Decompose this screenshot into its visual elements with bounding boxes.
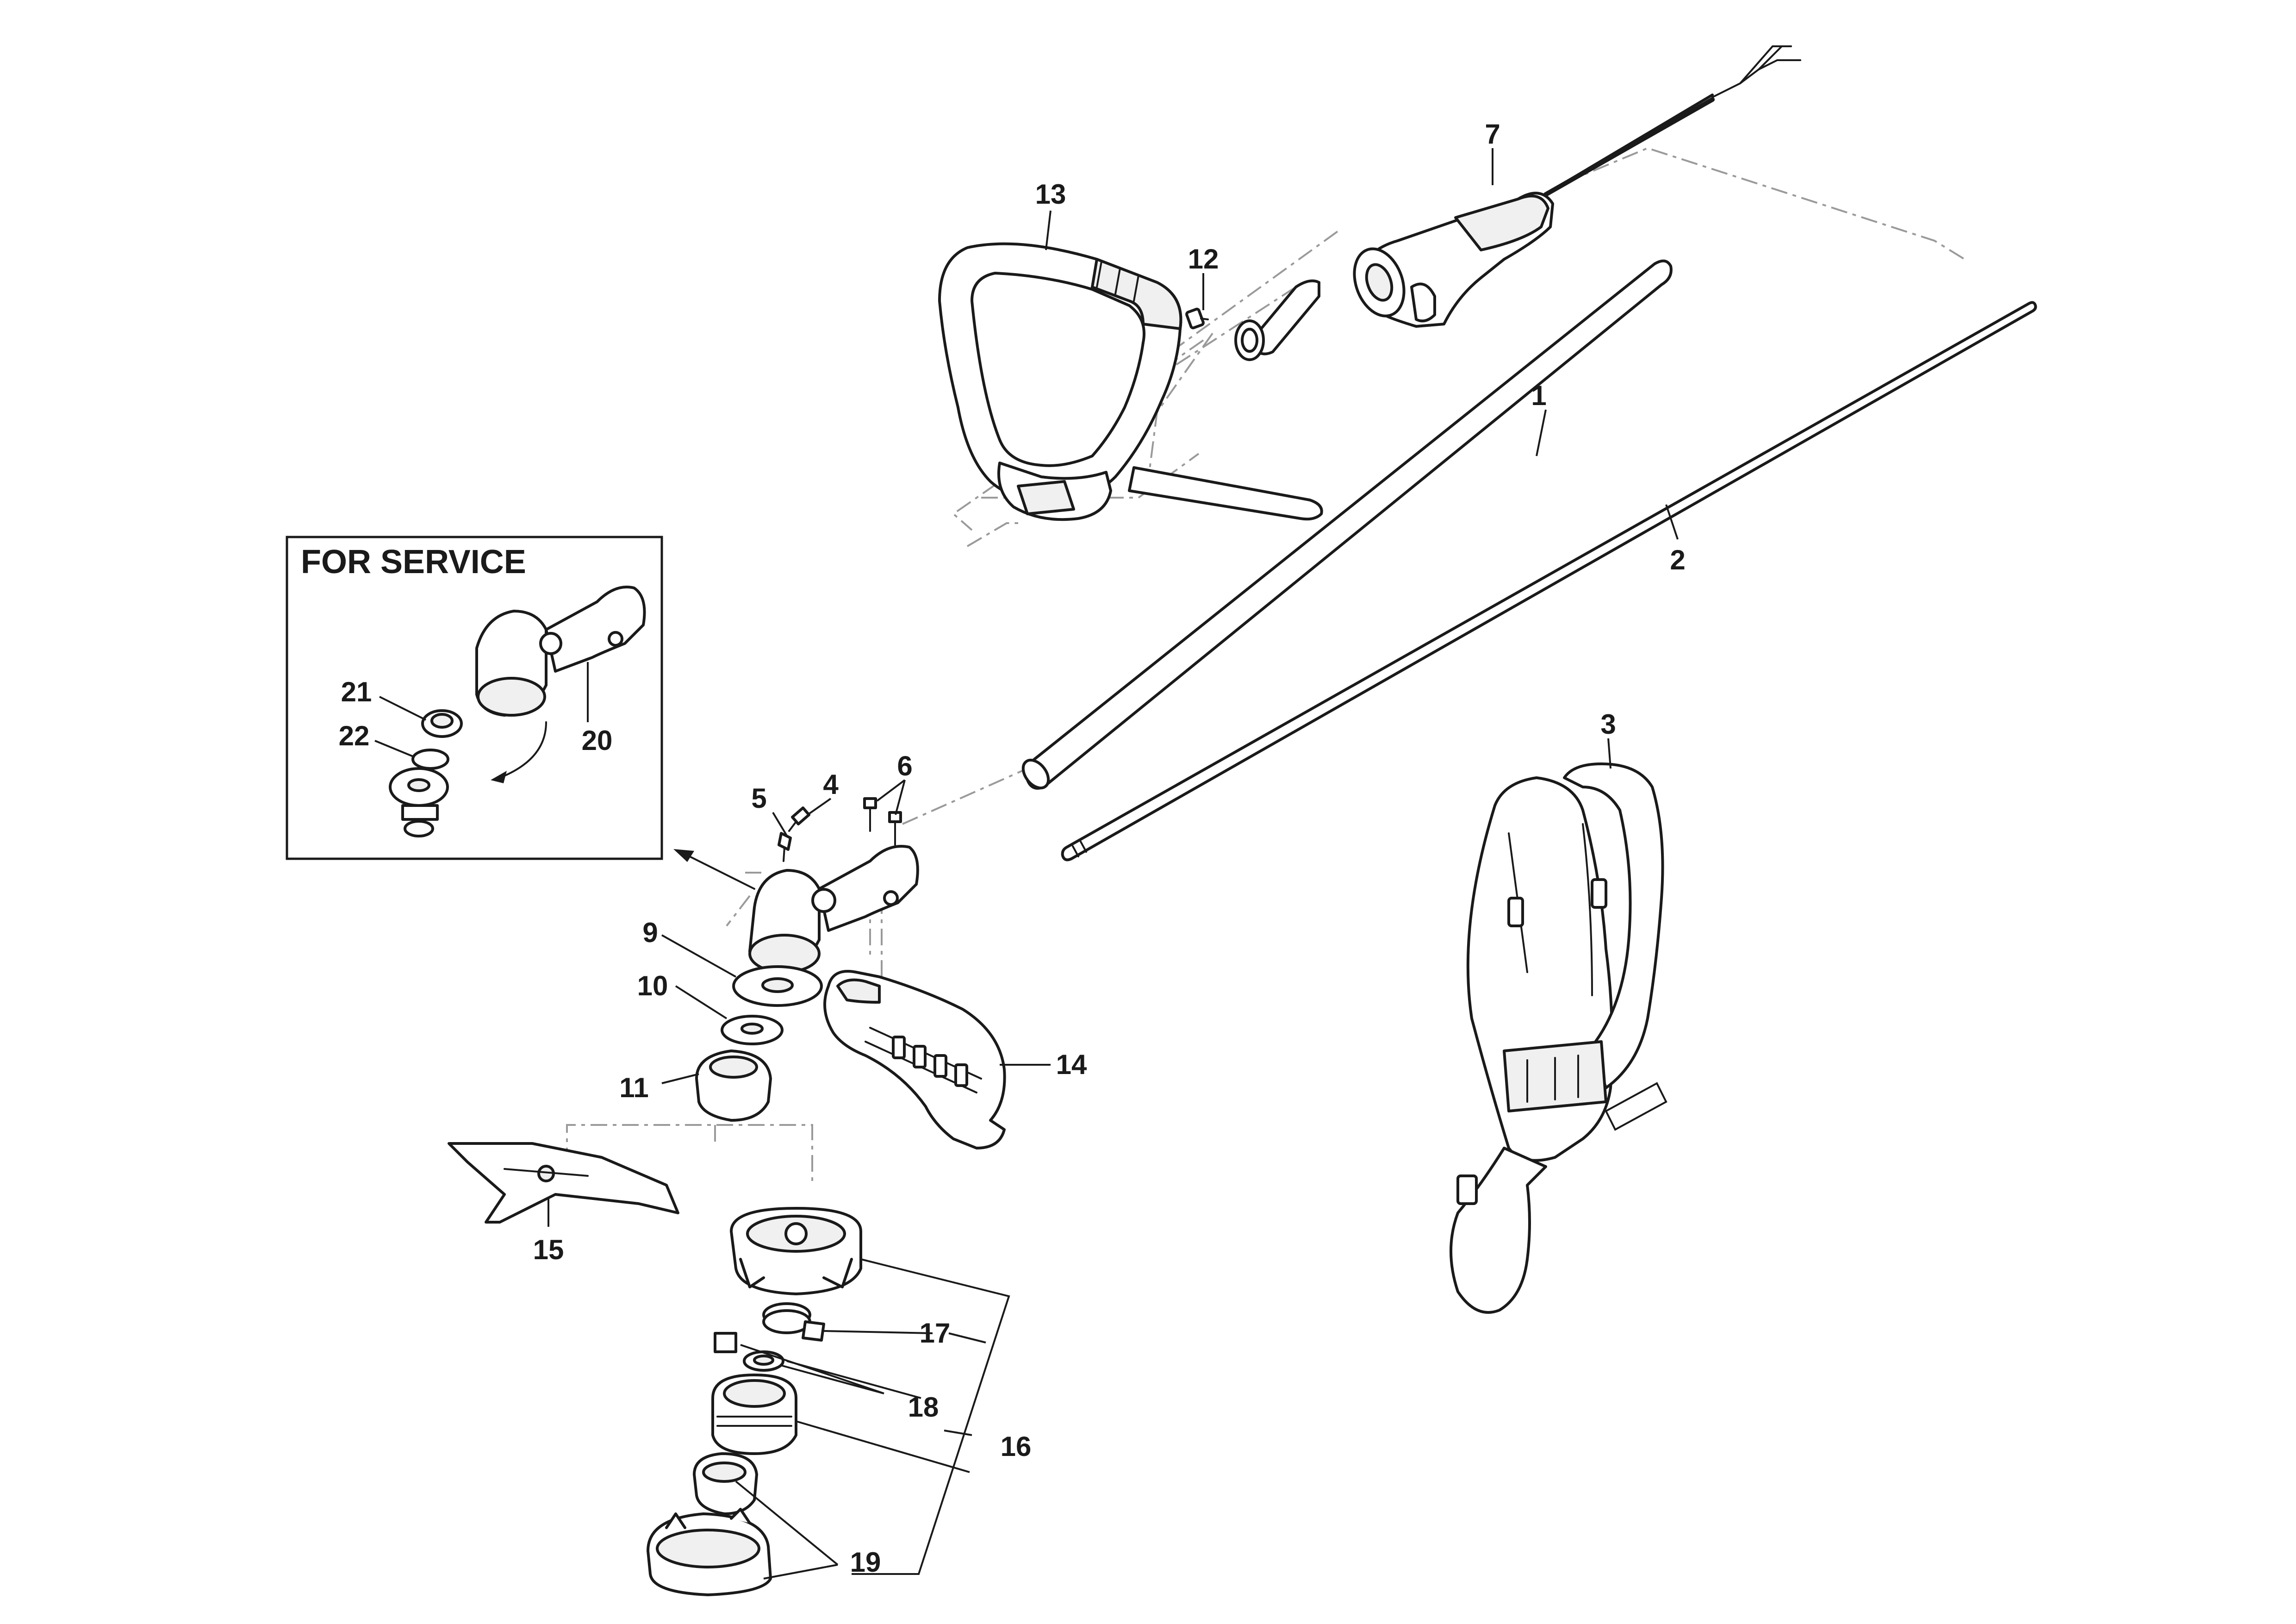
- motor-housing: [1353, 45, 1801, 328]
- harness: [1450, 762, 1668, 1314]
- callout-21: 21: [341, 676, 372, 707]
- callout-12: 12: [1188, 244, 1219, 275]
- callout-14: 14: [1056, 1049, 1087, 1080]
- drive-shaft: [1061, 301, 2037, 862]
- service-arrow: [499, 721, 547, 779]
- leader-lines: [374, 148, 1679, 1580]
- guard: [823, 970, 1006, 1149]
- gear-head-service: [475, 586, 646, 717]
- callout-9: 9: [642, 917, 658, 948]
- callout-17: 17: [920, 1318, 951, 1349]
- callout-20: 20: [582, 725, 613, 756]
- callout-1: 1: [1531, 380, 1546, 411]
- screw: [1185, 307, 1209, 330]
- handle-bracket: [1234, 279, 1320, 361]
- trimmer-head: [647, 1207, 862, 1596]
- loop-handle: [938, 242, 1323, 521]
- callout-4: 4: [823, 769, 839, 800]
- callout-10: 10: [637, 970, 668, 1001]
- callout-7: 7: [1485, 119, 1500, 150]
- shaft-tube: [1021, 259, 1673, 790]
- gear-head: [748, 845, 919, 974]
- callout-11: 11: [619, 1072, 648, 1103]
- for-service-title: FOR SERVICE: [301, 543, 526, 581]
- callout-16: 16: [1001, 1431, 1032, 1462]
- callout-13: 13: [1035, 179, 1066, 210]
- callout-15: 15: [533, 1234, 564, 1265]
- for-service-box: FOR SERVICE: [286, 536, 663, 860]
- washer-stack-service: [389, 709, 463, 837]
- callout-22: 22: [339, 720, 370, 751]
- callout-19: 19: [850, 1547, 881, 1578]
- blade: [448, 1142, 679, 1224]
- callout-2: 2: [1670, 544, 1685, 575]
- callout-5: 5: [751, 783, 766, 814]
- service-pointer-arrow: [673, 849, 755, 890]
- callout-18: 18: [908, 1392, 939, 1423]
- callout-labels: 1 2 3 4 5 6 7 9 10 11 12 13 14 15 16 17 …: [339, 119, 1686, 1578]
- washer-cup-stack: [695, 965, 823, 1122]
- callout-3: 3: [1600, 709, 1616, 740]
- callout-6: 6: [897, 750, 912, 781]
